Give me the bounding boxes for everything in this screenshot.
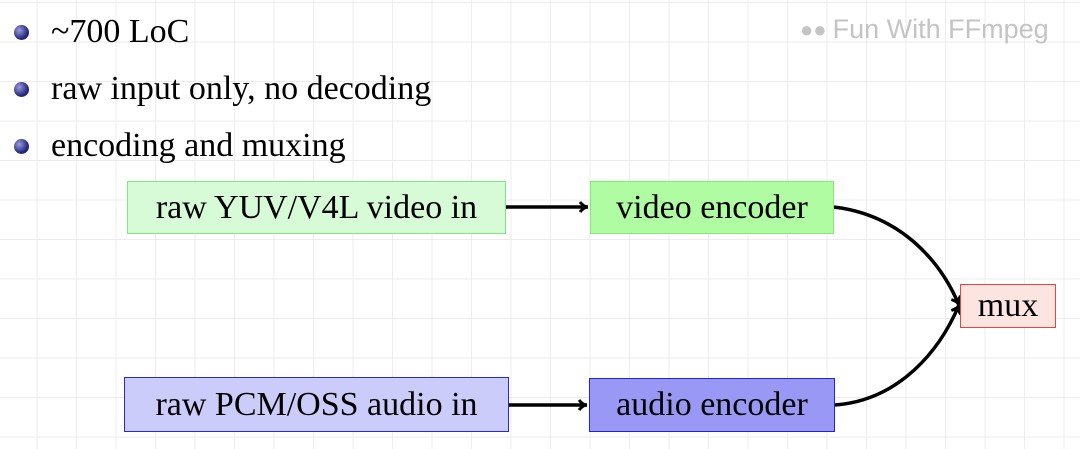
- bullet-text: ~700 LoC: [51, 13, 190, 50]
- node-video-encoder: video encoder: [590, 181, 834, 234]
- bullet-icon: [14, 138, 29, 154]
- bullet-text: raw input only, no decoding: [51, 70, 432, 107]
- arrow-audio-encoder-to-mux: [834, 305, 959, 407]
- bullet-item: ~700 LoC: [14, 12, 189, 52]
- bullet-item: raw input only, no decoding: [14, 69, 431, 109]
- bullet-icon: [14, 81, 29, 97]
- arrow-video-encoder-to-mux: [833, 205, 959, 305]
- node-label: audio encoder: [616, 386, 808, 423]
- node-mux: mux: [960, 284, 1056, 328]
- watermark: ●●Fun With FFmpeg: [800, 14, 1049, 45]
- node-video-in: raw YUV/V4L video in: [127, 181, 506, 234]
- node-label: raw YUV/V4L video in: [155, 188, 478, 226]
- node-audio-in: raw PCM/OSS audio in: [124, 377, 509, 432]
- wechat-icon: ●●: [800, 16, 827, 42]
- node-label: mux: [977, 287, 1039, 324]
- node-label: raw PCM/OSS audio in: [155, 385, 478, 423]
- node-label: video encoder: [616, 188, 808, 226]
- bullet-text: encoding and muxing: [51, 127, 346, 164]
- bullet-icon: [14, 24, 29, 40]
- node-audio-encoder: audio encoder: [589, 378, 835, 432]
- watermark-text: Fun With FFmpeg: [832, 14, 1049, 44]
- bullet-item: encoding and muxing: [14, 126, 346, 166]
